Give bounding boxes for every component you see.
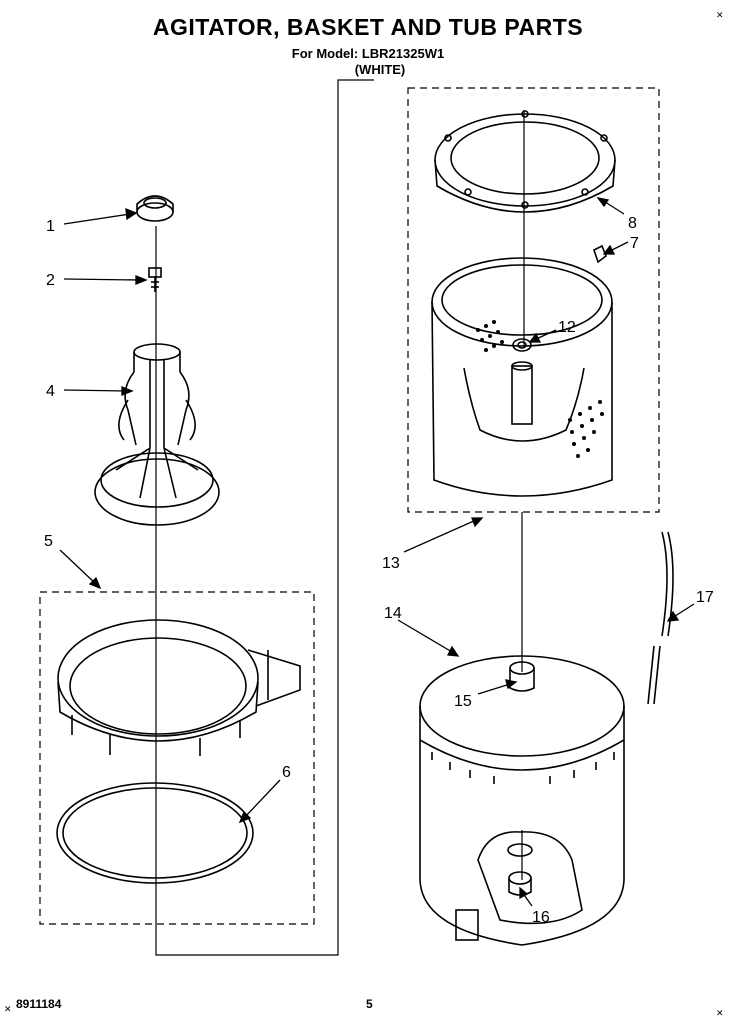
- hose-part: [647, 531, 674, 705]
- outer-tub-part: [419, 655, 625, 946]
- wash-basket-part: [431, 257, 613, 497]
- callout-14: 14: [384, 605, 402, 622]
- callout-13: 13: [382, 555, 400, 572]
- callout-1: 1: [46, 218, 55, 235]
- basket-rim-part: [434, 110, 616, 213]
- callout-12: 12: [558, 319, 576, 336]
- basket-holes-left: [476, 320, 504, 352]
- agitator-cap-part: [136, 195, 174, 222]
- callout-5: 5: [44, 533, 53, 550]
- basket-holes-right: [568, 400, 604, 458]
- basket-nut-part: [512, 338, 532, 352]
- agitator-part: [94, 343, 220, 526]
- balance-ring-part: [57, 619, 301, 756]
- callout-15: 15: [454, 693, 472, 710]
- model-subtitle: For Model: LBR21325W1: [291, 46, 445, 61]
- basket-group-box: [407, 87, 660, 513]
- agitator-screw-part: [148, 267, 162, 292]
- callout-2: 2: [46, 272, 55, 289]
- corner-mark-bottom-left: ✕: [4, 1004, 12, 1014]
- basket-clip-part: [593, 244, 607, 264]
- callout-6: 6: [282, 764, 291, 781]
- callout-17: 17: [696, 589, 714, 606]
- page-title: AGITATOR, BASKET AND TUB PARTS: [152, 14, 584, 40]
- assembly-line-left: [155, 79, 374, 956]
- leader-arrows: [59, 197, 695, 907]
- tub-hub-part: [509, 661, 535, 692]
- ring-group-box: [39, 591, 315, 925]
- footer-code: 8911184: [16, 997, 62, 1011]
- gasket-ring-part: [56, 782, 254, 884]
- callout-4: 4: [46, 383, 55, 400]
- callout-16: 16: [532, 909, 550, 926]
- page-number: 5: [366, 997, 373, 1011]
- color-subtitle: (WHITE): [354, 62, 406, 77]
- corner-mark-bottom-right: ✕: [716, 1008, 724, 1018]
- callout-7: 7: [630, 235, 639, 252]
- corner-mark-top-right: ✕: [716, 10, 724, 20]
- callout-8: 8: [628, 215, 637, 232]
